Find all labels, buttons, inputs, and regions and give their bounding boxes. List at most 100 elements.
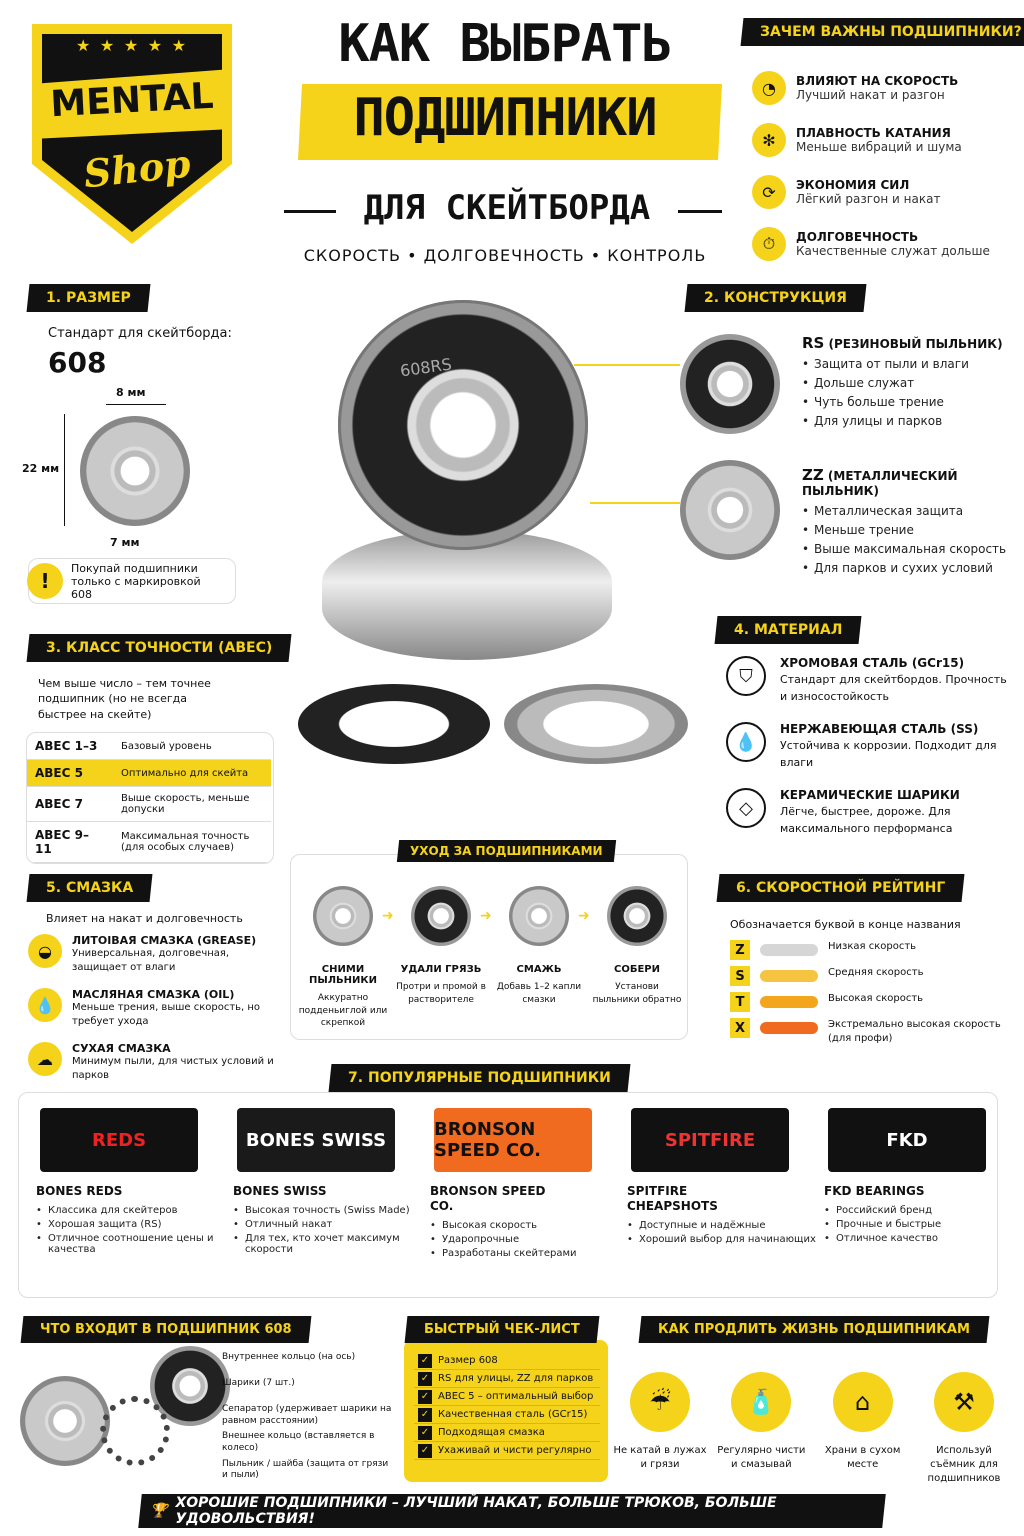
zz-list-item: Металлическая защита [802, 504, 1016, 518]
cleaning-icon: 🧴 [731, 1372, 792, 1432]
rs-list-item: Для улицы и парков [802, 414, 1012, 428]
size-bearing-image [80, 416, 190, 526]
speed-desc: Высокая скорость [828, 993, 924, 1004]
lube-text: Универсальная, долговечная, защищает от … [72, 948, 230, 973]
brand-name: FKD BEARINGS [824, 1184, 925, 1198]
warning-text: Покупай подшипники только с маркировкой … [71, 561, 201, 601]
abec-desc: Базовый уровень [113, 733, 271, 760]
trophy-icon: 🏆 [150, 1503, 168, 1519]
brand-card: BONES SWISS BONES SWISS Высокая точность (… [233, 1108, 423, 1258]
material-item: ⛉ХРОМОВАЯ СТАЛЬ (GCr15)Стандарт для скей… [726, 656, 1016, 722]
zz-subtitle: (МЕТАЛЛИЧЕСКИЙ ПЫЛЬНИК) [802, 469, 958, 498]
brand-logo: BONES SWISS [237, 1108, 395, 1172]
life-item: ☔Не катай в лужах и грязи [612, 1372, 708, 1486]
width-dim-line [106, 404, 166, 405]
diamond-icon: ◇ [726, 788, 766, 828]
size-heading: 1. РАЗМЕР [26, 284, 151, 312]
lube-item: 💧МАСЛЯНАЯ СМАЗКА (OIL)Меньше трения, выш… [28, 988, 276, 1038]
rs-list: Защита от пыли и влагиДольше служатЧуть … [802, 357, 1012, 428]
brand-name: BONES SWISS [233, 1184, 327, 1198]
speed-row: Z Низкая скорость [730, 940, 1018, 966]
speed-row: T Высокая скорость [730, 992, 1018, 1018]
size-warning: ! Покупай подшипники только с маркировко… [27, 558, 236, 604]
abec-intro: Чем выше число – тем точнее подшипник (н… [38, 677, 211, 721]
material-title: НЕРЖАВЕЮЩАЯ СТАЛЬ (SS) [780, 722, 979, 736]
page-title-line3: ДЛЯ СКЕЙТБОРДА [363, 188, 651, 228]
speed-letter: S [730, 966, 750, 986]
abec-desc: Оптимально для скейта [113, 759, 271, 787]
life-text: Регулярно чисти и смазывай [717, 1445, 806, 1470]
diameter-dim-line [64, 414, 65, 526]
speed-desc: Средняя скорость [828, 967, 924, 978]
callout-line-rs [574, 364, 680, 366]
brand-logo: REDS [40, 1108, 198, 1172]
why-item-text: Лёгкий разгон и накат [796, 192, 941, 206]
checklist-list: Размер 608RS для улицы, ZZ для парковABE… [414, 1352, 600, 1460]
brand-feature: Разработаны скейтерами [430, 1248, 620, 1259]
arrow-right-icon: ➜ [578, 908, 590, 924]
speed-letter: T [730, 992, 750, 1012]
material-title: ХРОМОВАЯ СТАЛЬ (GCr15) [780, 656, 965, 670]
rubber-shield-image [298, 684, 490, 764]
life-item: ⚒Используй съёмник для подшипников [916, 1372, 1012, 1486]
brand-feature: Отличный накат [233, 1219, 423, 1230]
speedometer-icon: ◔ [752, 71, 786, 105]
lube-title: СУХАЯ СМАЗКА [72, 1042, 171, 1055]
care-step-title: СНИМИ ПЫЛЬНИКИ [309, 964, 377, 986]
why-item-text: Меньше вибраций и шума [796, 140, 962, 154]
zz-list-item: Меньше трение [802, 523, 1016, 537]
why-item-title: ЭКОНОМИЯ СИЛ [796, 178, 910, 192]
speed-heading: 6. СКОРОСТНОЙ РЕЙТИНГ [716, 874, 965, 902]
abec-class: ABEC 9–11 [27, 821, 113, 863]
brand-logo: FKD [828, 1108, 986, 1172]
speed-letter: Z [730, 940, 750, 960]
zz-bearing-image [680, 460, 780, 560]
care-heading: УХОД ЗА ПОДШИПНИКАМИ [396, 840, 616, 862]
dry-lube-icon: ☁ [28, 1042, 62, 1076]
brand-feature: Хорошая защита (RS) [36, 1219, 226, 1230]
rs-bearing-image [680, 334, 780, 434]
bore-label: 7 мм [110, 536, 140, 549]
zz-block: ZZ (МЕТАЛЛИЧЕСКИЙ ПЫЛЬНИК) Металлическая… [802, 466, 1016, 580]
parts-diagram [20, 1346, 230, 1486]
width-label: 8 мм [116, 386, 146, 399]
puddle-icon: ☔ [630, 1372, 690, 1432]
material-text: Лёгче, быстрее, дороже. Для максимальног… [780, 805, 953, 835]
brand-name: BONES REDS [36, 1184, 123, 1198]
rs-title: RS [802, 334, 825, 352]
material-heading: 4. МАТЕРИАЛ [714, 616, 862, 644]
part-label: Пыльник / шайба (защита от грязи и пыли) [222, 1458, 389, 1481]
arrow-right-icon: ➜ [480, 908, 492, 924]
zz-list-item: Для парков и сухих условий [802, 561, 1016, 575]
shield-icon: ⛉ [726, 656, 766, 696]
life-text: Храни в сухом месте [824, 1445, 901, 1470]
brand-feature: Отличное соотношение цены и качества [36, 1233, 226, 1255]
footer-text: ХОРОШИЕ ПОДШИПНИКИ – ЛУЧШИЙ НАКАТ, БОЛЬШ… [175, 1495, 777, 1527]
checklist-item: Подходящая смазка [414, 1424, 600, 1442]
title-rule-right [678, 210, 722, 213]
abec-heading: 3. КЛАСС ТОЧНОСТИ (ABEC) [26, 634, 292, 662]
abec-desc: Выше скорость, меньше допуски [113, 786, 271, 822]
size-standard: Стандарт для скейтборда: [48, 326, 232, 341]
checklist-item: ABEC 5 – оптимальный выбор [414, 1388, 600, 1406]
zz-title: ZZ [802, 466, 824, 484]
brand-feature: Высокая точность (Swiss Made) [233, 1205, 423, 1216]
grease-icon: ◒ [28, 934, 62, 968]
speed-desc: Низкая скорость [828, 941, 917, 952]
brand-logo: SPITFIRE [631, 1108, 789, 1172]
outer-ring-image [20, 1376, 110, 1466]
puller-tool-icon: ⚒ [933, 1372, 994, 1432]
lube-item: ◒ЛИТОІВАЯ СМАЗКА (GREASE)Универсальная, … [28, 934, 276, 984]
